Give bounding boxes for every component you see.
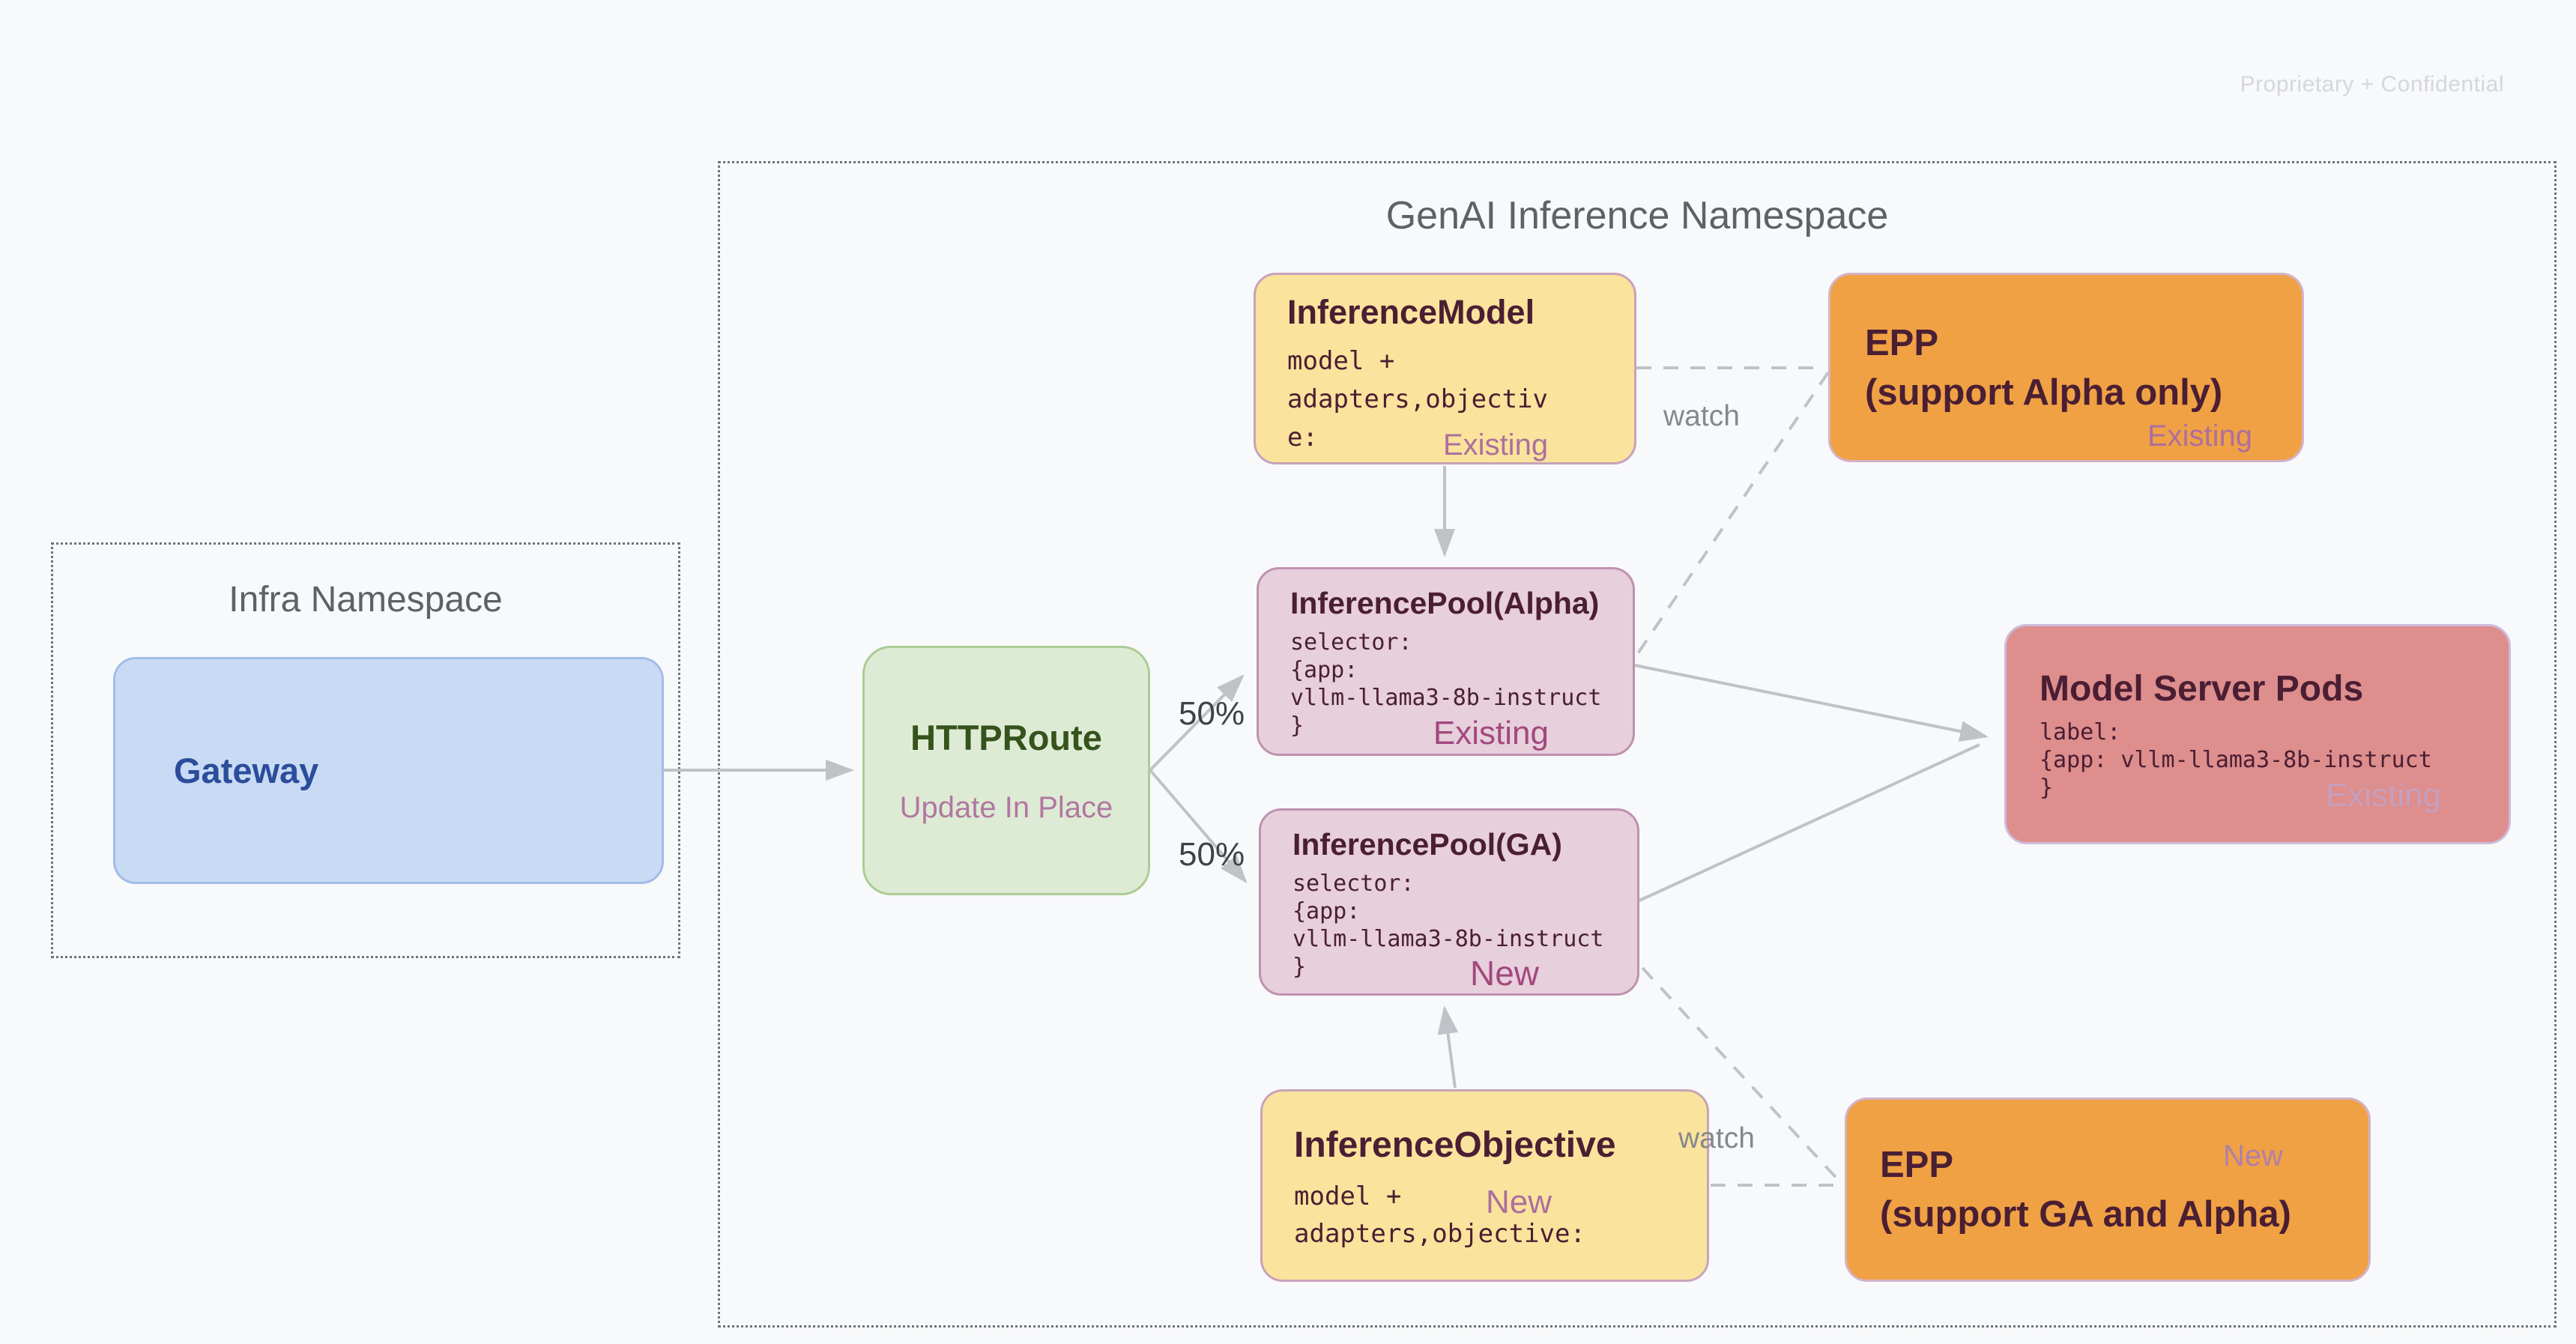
edge-inferenceobjective-to-pool-ga xyxy=(1437,1005,1459,1089)
epp-alpha-node: EPP (support Alpha only) Existing xyxy=(1828,273,2304,462)
inference-pool-alpha-node: InferencePool(Alpha) selector: {app: vll… xyxy=(1257,567,1635,756)
watch-label-bottom: watch xyxy=(1678,1122,1755,1154)
gateway-node: Gateway xyxy=(113,657,664,884)
confidential-watermark: Proprietary + Confidential xyxy=(2240,72,2504,97)
httproute-node: HTTPRoute Update In Place xyxy=(862,646,1150,895)
inference-model-title: InferenceModel xyxy=(1287,293,1535,331)
epp-ga-title: EPP (support GA and Alpha) xyxy=(1880,1145,2291,1235)
genai-namespace-container: GenAI Inference Namespace xyxy=(718,161,2557,1328)
edge-pool-alpha-to-pods xyxy=(1634,664,1989,742)
epp-alpha-status-badge: Existing xyxy=(2147,420,2252,452)
inference-pool-alpha-code: selector: {app: vllm-llama3-8b-instruct … xyxy=(1290,629,1602,739)
inference-objective-node: InferenceObjective model + adapters,obje… xyxy=(1260,1089,1709,1282)
inference-model-status-badge: Existing xyxy=(1443,429,1549,461)
inference-pool-alpha-title: InferencePool(Alpha) xyxy=(1290,586,1600,620)
edge-epp-watch-pool-alpha xyxy=(1636,371,1830,655)
inference-objective-code: model + adapters,objective: xyxy=(1294,1181,1585,1249)
edge-pool-ga-watch-epp-ga xyxy=(1641,966,1843,1185)
epp-alpha-title: EPP (support Alpha only) xyxy=(1865,322,2223,413)
httproute-status: Update In Place xyxy=(899,790,1113,824)
infra-namespace-container: Infra Namespace xyxy=(51,542,680,958)
inference-objective-title: InferenceObjective xyxy=(1294,1125,1616,1165)
inference-pool-ga-node: InferencePool(GA) selector: {app: vllm-l… xyxy=(1259,808,1639,996)
infra-namespace-title: Infra Namespace xyxy=(229,580,503,620)
inference-pool-ga-status-badge: New xyxy=(1469,954,1539,993)
epp-ga-status-badge: New xyxy=(2222,1139,2283,1172)
inference-model-node: InferenceModel model + adapters,objectiv… xyxy=(1254,273,1636,464)
inference-objective-status-badge: New xyxy=(1486,1184,1552,1220)
watch-label-top: watch xyxy=(1663,400,1740,432)
split-percentage-alpha: 50% xyxy=(1179,695,1245,732)
edge-pool-ga-to-pods xyxy=(1639,743,1980,902)
model-server-pods-code: label: {app: vllm-llama3-8b-instruct } xyxy=(2040,719,2432,801)
inference-pool-ga-title: InferencePool(GA) xyxy=(1292,827,1562,862)
model-server-pods-status-badge: Existing xyxy=(2325,777,2441,814)
inference-pool-ga-code: selector: {app: vllm-llama3-8b-instruct … xyxy=(1292,871,1604,980)
inference-model-code: model + adapters,objectiv e: xyxy=(1287,346,1548,452)
split-percentage-ga: 50% xyxy=(1179,836,1245,873)
inference-pool-alpha-status-badge: Existing xyxy=(1433,715,1549,751)
edge-httproute-to-pool-alpha xyxy=(1149,674,1245,772)
edge-httproute-to-pool-ga xyxy=(1149,769,1248,884)
genai-namespace-title: GenAI Inference Namespace xyxy=(1385,194,1889,237)
gateway-title: Gateway xyxy=(174,751,319,790)
httproute-title: HTTPRoute xyxy=(910,717,1102,757)
model-server-pods-title: Model Server Pods xyxy=(2040,669,2364,709)
epp-ga-node: EPP (support GA and Alpha) New xyxy=(1845,1098,2371,1282)
model-server-pods-node: Model Server Pods label: {app: vllm-llam… xyxy=(2004,624,2511,844)
